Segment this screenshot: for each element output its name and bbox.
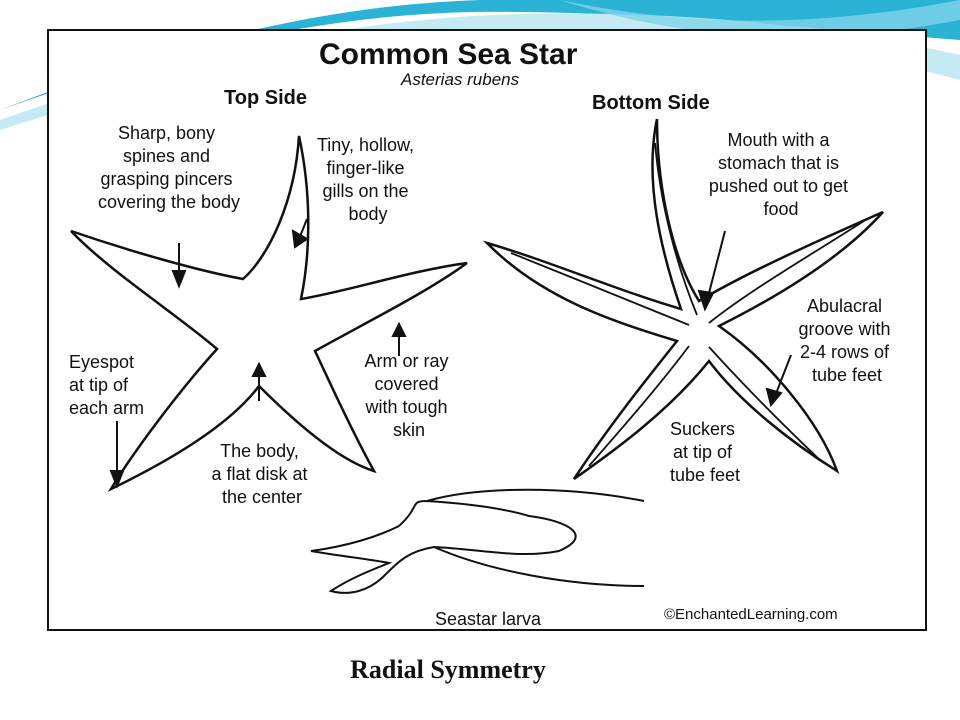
pointer-arrows bbox=[109, 218, 792, 489]
body-label: The body, a flat disk at the center bbox=[211, 441, 312, 507]
gills-label: Tiny, hollow, finger-like gills on the b… bbox=[317, 135, 419, 224]
groove-label: Abulacral groove with 2-4 rows of tube f… bbox=[798, 296, 895, 385]
top-right-swoosh bbox=[560, 0, 960, 37]
suckers-label: Suckers at tip of tube feet bbox=[670, 419, 740, 485]
top-side-star-outline bbox=[70, 135, 468, 492]
mouth-label: Mouth with a stomach that is pushed out … bbox=[709, 130, 853, 219]
top-swoosh-decoration bbox=[0, 0, 960, 110]
diagram-subtitle: Asterias rubens bbox=[400, 70, 520, 89]
larva-label: Seastar larva bbox=[435, 609, 542, 629]
bottom-side-star-outline bbox=[482, 118, 884, 481]
sea-star-drawing: Common Sea Star Asterias rubens Top Side… bbox=[69, 38, 895, 629]
top-side-heading: Top Side bbox=[224, 87, 307, 109]
copyright-text: ©EnchantedLearning.com bbox=[664, 606, 838, 623]
slide-caption: Radial Symmetry bbox=[350, 655, 546, 684]
bottom-side-heading: Bottom Side bbox=[592, 92, 710, 114]
arm-label: Arm or ray covered with tough skin bbox=[364, 351, 453, 440]
sea-star-diagram: Common Sea Star Asterias rubens Top Side… bbox=[47, 29, 927, 631]
bottom-side-grooves bbox=[510, 142, 865, 467]
seastar-larva-outline bbox=[310, 488, 645, 594]
diagram-title: Common Sea Star bbox=[319, 38, 578, 71]
spines-label: Sharp, bony spines and grasping pincers … bbox=[98, 123, 240, 212]
eyespot-label: Eyespot at tip of each arm bbox=[69, 352, 144, 418]
